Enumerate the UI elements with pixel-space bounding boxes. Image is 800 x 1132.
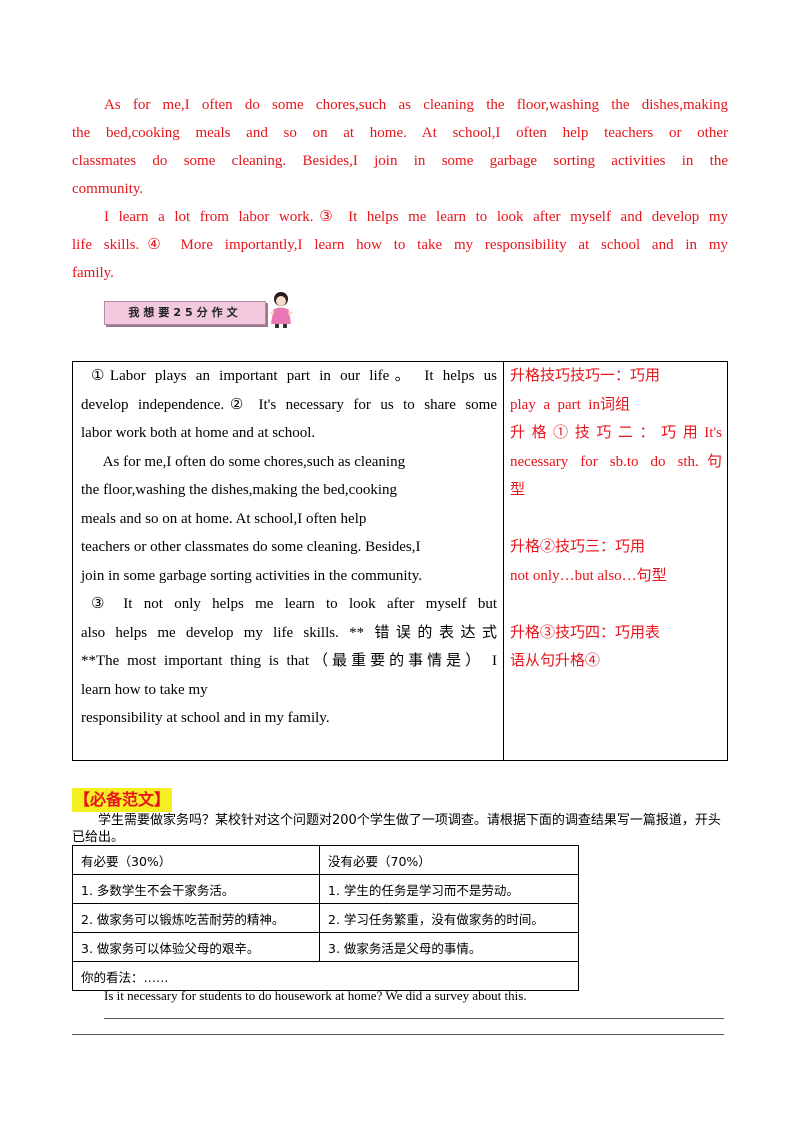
table-row: 3. 做家务可以体验父母的艰辛。 3. 做家务活是父母的事情。	[72, 932, 579, 962]
table-row: 有必要（30%） 没有必要（70%）	[72, 845, 579, 875]
survey-header-unnecessary: 没有必要（70%）	[319, 845, 579, 875]
section-banner: 我想要25分作文	[104, 301, 266, 325]
survey-cell: 3. 做家务可以体验父母的艰辛。	[72, 932, 320, 962]
paragraph-line: the bed,cooking meals and so on at home.…	[72, 125, 728, 141]
answer-line	[104, 1018, 724, 1019]
paragraph-line: classmates do some cleaning. Besides,I j…	[72, 153, 728, 169]
tip-line: 型	[510, 482, 526, 498]
essay-line: teachers or other classmates do some cle…	[81, 539, 421, 555]
essay-line: learn how to take my	[81, 681, 208, 698]
paragraph-line: life skills.④ More importantly,I learn h…	[72, 237, 728, 253]
paragraph-learning: I learn a lot from labor work.③ It helps…	[72, 203, 728, 287]
table-row: 你的看法：……	[72, 961, 579, 991]
survey-footer: 你的看法：……	[72, 961, 579, 991]
answer-opening: Is it necessary for students to do house…	[104, 988, 527, 1003]
upgrade-tips-cell: 升格技巧技巧一：巧用 play a part in词组 升格①技巧二：巧用It'…	[510, 362, 722, 676]
essay-line: join in some garbage sorting activities …	[81, 567, 423, 584]
writing-prompt: 学生需要做家务吗？某校针对这个问题对200个学生做了一项调查。请根据下面的调查结…	[72, 813, 721, 845]
paragraph-line: family.	[72, 265, 114, 281]
tip-line	[510, 590, 722, 619]
tip-line: necessary for sb.to do sth.句	[510, 453, 722, 470]
survey-header-necessary: 有必要（30%）	[72, 845, 320, 875]
girl-illustration-icon	[268, 292, 294, 328]
essay-line: As for me,I often do some chores,such as…	[81, 453, 406, 470]
survey-cell: 1. 学生的任务是学习而不是劳动。	[319, 874, 579, 904]
paragraph-line: As for me,I often do some chores,such as…	[104, 97, 728, 113]
essay-line: also helps me develop my life skills. **…	[81, 624, 497, 641]
essay-line: meals and so on at home. At school,I oft…	[81, 510, 367, 527]
essay-text-cell: ①Labor plays an important part in our li…	[81, 362, 497, 733]
essay-line: **The most important thing is that（最重要的事…	[81, 653, 497, 669]
essay-upgrade-table: ①Labor plays an important part in our li…	[72, 361, 728, 761]
survey-cell: 3. 做家务活是父母的事情。	[319, 932, 579, 962]
table-row: 2. 做家务可以锻炼吃苦耐劳的精神。 2. 学习任务繁重，没有做家务的时间。	[72, 903, 579, 933]
essay-line: labor work both at home and at school.	[81, 425, 316, 441]
paragraph-line: community.	[72, 181, 144, 197]
essay-line: the floor,washing the dishes,making the …	[81, 482, 398, 498]
paragraph-line: I learn a lot from labor work.③ It helps…	[104, 209, 728, 225]
tip-line: play a part in词组	[510, 396, 630, 413]
tip-line: 升格①技巧二：巧用It's	[510, 425, 722, 441]
tip-line: 升格③技巧四：巧用表	[510, 624, 661, 641]
survey-cell: 1. 多数学生不会干家务活。	[72, 874, 320, 904]
column-divider	[503, 362, 504, 760]
survey-cell: 2. 做家务可以锻炼吃苦耐劳的精神。	[72, 903, 320, 933]
table-row: 1. 多数学生不会干家务活。 1. 学生的任务是学习而不是劳动。	[72, 874, 579, 904]
essay-line: develop independence.② It's necessary fo…	[81, 396, 497, 413]
tip-line: not only…but also…句型	[510, 567, 667, 584]
tip-line	[510, 505, 722, 534]
tip-line: 语从句升格④	[510, 653, 601, 669]
section-heading: 【必备范文】	[72, 788, 173, 812]
essay-line: ①Labor plays an important part in our li…	[91, 368, 497, 384]
answer-line	[72, 1034, 724, 1035]
tip-line: 升格技巧技巧一：巧用	[510, 368, 661, 384]
essay-line: ③ It not only helps me learn to look aft…	[91, 596, 497, 612]
survey-cell: 2. 学习任务繁重，没有做家务的时间。	[319, 903, 579, 933]
tip-line: 升格②技巧三：巧用	[510, 539, 646, 555]
survey-table: 有必要（30%） 没有必要（70%） 1. 多数学生不会干家务活。 1. 学生的…	[72, 845, 579, 991]
paragraph-chores: As for me,I often do some chores,such as…	[72, 91, 728, 203]
essay-line: responsibility at school and in my famil…	[81, 710, 330, 726]
